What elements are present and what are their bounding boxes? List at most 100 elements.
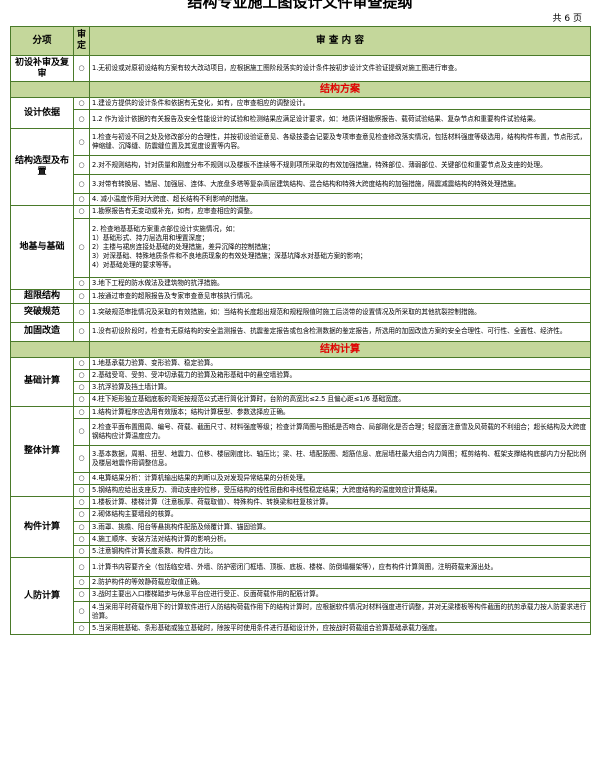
content-cell: 3.雨罩、挑檐、阳台等悬挑构件配筋及倾覆计算、锚固验算。 — [89, 520, 591, 534]
table-row: 突破规范○1.突破规范审批情况及采取的有效措施，如：当结构长度超出规范和规程限值… — [10, 302, 591, 323]
table-row: ○2.检查平面布置图周、编号、荷载、截面尺寸、材料强度等级；检查计算简图与图纸是… — [11, 417, 591, 446]
content-cell: 5.当采用桩基础、条形基础或独立基础时，除按平时使用条件进行基础设计外，应按战时… — [89, 622, 591, 636]
table-row: ○4.施工顺序、安装方法对结构计算的影响分析。 — [11, 532, 591, 547]
table-row: 构件计算○1.楼板计算、楼梯计算（注意板厚、荷载取值）、特殊构件、转换梁和柱复核… — [10, 496, 591, 559]
section-row: 结构计算 — [10, 340, 591, 358]
check-mark: ○ — [73, 545, 90, 559]
table-row: ○5.钢结构应给出支座反力、滑动支座的位移，受压结构的线性屈曲和非线性稳定结果；… — [11, 484, 591, 498]
check-mark: ○ — [73, 381, 90, 395]
check-mark: ○ — [73, 417, 90, 446]
check-mark: ○ — [73, 444, 90, 473]
section-blank-cell — [10, 81, 90, 98]
content-cell: 4.施工顺序、安装方法对结构计算的影响分析。 — [89, 532, 591, 547]
category-cell: 人防计算 — [10, 557, 74, 636]
check-mark: ○ — [73, 356, 90, 371]
check-mark: ○ — [73, 174, 90, 195]
table-row: ○2. 检查地基基础方案重点部位设计实施情况，如：1）基础形式、持力层选用和埋置… — [11, 217, 591, 278]
table-row: ○1.2 作为设计依据的有关报告及安全性能设计的试验和检测结果应满足设计要求，如… — [11, 109, 591, 130]
content-cell: 2. 检查地基基础方案重点部位设计实施情况，如：1）基础形式、持力层选用和埋置深… — [89, 217, 591, 278]
content-cell: 1.楼板计算、楼梯计算（注意板厚、荷载取值）、特殊构件、转换梁和柱复核计算。 — [89, 496, 591, 510]
category-cell: 基础计算 — [10, 356, 74, 407]
check-mark: ○ — [73, 128, 90, 157]
table-row: 设计依据○1.建设方提供的设计条件和依据有无变化，如有，应审查相应的调整设计。 — [10, 96, 591, 130]
review-table: 分项 审定 审 查 内 容 初设补审及复审 ○ 1.无初设或对原初设结构方案有较大改… — [10, 26, 591, 636]
header-category: 分项 — [10, 26, 74, 56]
table-row: ○3.抗浮验算及挡土墙计算。 — [11, 381, 591, 395]
category-cell: 地基与基础 — [10, 205, 74, 290]
content-line: 1）基础形式、持力层选用和埋置深度； — [92, 233, 209, 242]
check-mark: ○ — [73, 393, 90, 407]
content-cell: 3.基本数据，周期、扭型、地震力、位移、楼层刚度比、轴压比；梁、柱、墙配筋图、超… — [89, 444, 591, 473]
table-row: 初设补审及复审○1.无初设或对原初设结构方案有较大改动项目，应根据施工图阶段落实… — [10, 55, 591, 82]
content-cell: 1.检查与初设不同之处及修改部分的合理性，并按初设验证意见、各级技委会记要及专项… — [89, 128, 591, 157]
table-row: ○2.砌体结构主要墙段的核算。 — [11, 508, 591, 522]
content-cell: 1.没有初设阶段时，检查有无原结构的安全监测报告、抗震鉴定报告或包含检测数据的鉴… — [89, 321, 591, 342]
check-mark: ○ — [73, 576, 90, 590]
check-mark: ○ — [73, 557, 90, 578]
category-cell: 加固改造 — [10, 321, 74, 342]
table-row: ○5.当采用桩基础、条形基础或独立基础时，除按平时使用条件进行基础设计外，应按战… — [11, 622, 591, 636]
table-row: 整体计算○1.结构计算程序应选用有效版本；结构计算模型、参数选择应正确。 — [10, 405, 591, 498]
check-mark: ○ — [73, 471, 90, 486]
content-cell: 3.战时主要出入口楼梯踏步与休息平台应进行受正、反面荷载作用的配筋计算。 — [89, 588, 591, 602]
category-cell: 整体计算 — [10, 405, 74, 498]
check-mark: ○ — [73, 532, 90, 547]
check-mark: ○ — [73, 302, 90, 323]
section-row: 结构方案 — [10, 81, 591, 98]
content-cell: 4.电算结果分析：计算机输出结果的判断以及对发现异常结果的分析处理。 — [89, 471, 591, 486]
table-row: 基础计算○1.地基承载力验算、变形验算、稳定验算。 — [10, 356, 591, 407]
check-mark: ○ — [73, 155, 90, 176]
table-row: ○4.柱下矩形独立基础底板的弯矩按规范公式进行简化计算时，台阶的高宽比≤2.5 … — [11, 393, 591, 407]
check-mark: ○ — [73, 600, 90, 624]
check-mark: ○ — [73, 288, 90, 304]
category-cell: 突破规范 — [10, 302, 74, 323]
page-count: 共 6 页 — [552, 14, 582, 24]
content-cell: 5.注意钢构件计算长度系数、构件应力比。 — [89, 545, 591, 559]
content-cell: 5.钢结构应给出支座反力、滑动支座的位移，受压结构的线性屈曲和非线性稳定结果；大… — [89, 484, 591, 498]
category-cell: 初设补审及复审 — [10, 55, 74, 82]
content-cell: 1.计算书内容要齐全（包括临空墙、外墙、防护密闭门框墙、顶板、底板、楼梯、防倒塌… — [89, 557, 591, 578]
content-cell: 1.结构计算程序应选用有效版本；结构计算模型、参数选择应正确。 — [89, 405, 591, 419]
content-cell: 3.地下工程的防水做法及建筑物的抗浮措施。 — [89, 276, 591, 290]
table-row: ○4.电算结果分析：计算机输出结果的判断以及对发现异常结果的分析处理。 — [11, 471, 591, 486]
content-cell: 1.按通过审查的超限报告及专家审查意见审核执行情况。 — [89, 288, 591, 304]
table-row: ○4.当采用平时荷载作用下的计算软件进行人防结构荷载作用下的结构计算时，应根据软… — [11, 600, 591, 624]
check-mark: ○ — [73, 205, 90, 219]
content-cell: 2.检查平面布置图周、编号、荷载、截面尺寸、材料强度等级；检查计算简图与图纸是否… — [89, 417, 591, 446]
table-row: ○3.对带有转换层、错层、加强层、连体、大底盘多塔等复杂高层建筑结构、混合结构和… — [11, 174, 591, 195]
category-cell: 结构选型及布置 — [10, 128, 74, 207]
check-mark: ○ — [73, 96, 90, 111]
table-row: ○2.基础受弯、受剪、受冲切承载力的验算及箱形基础中的悬空墙验算。 — [11, 369, 591, 383]
content-cell: 2.防护构件的等效静荷载应取值正确。 — [89, 576, 591, 590]
check-mark: ○ — [73, 217, 90, 278]
table-row: 加固改造○1.没有初设阶段时，检查有无原结构的安全监测报告、抗震鉴定报告或包含检… — [10, 321, 591, 342]
content-cell: 1.无初设或对原初设结构方案有较大改动项目，应根据施工图阶段落实的设计条件按初步… — [89, 55, 591, 82]
table-row: ○3.基本数据，周期、扭型、地震力、位移、楼层刚度比、轴压比；梁、柱、墙配筋图、… — [11, 444, 591, 473]
check-mark: ○ — [73, 588, 90, 602]
check-mark: ○ — [73, 496, 90, 510]
content-cell: 1.地基承载力验算、变形验算、稳定验算。 — [89, 356, 591, 371]
table-row: 超限结构○1.按通过审查的超限报告及专家审查意见审核执行情况。 — [10, 288, 591, 304]
check-mark: ○ — [73, 508, 90, 522]
category-cell: 构件计算 — [10, 496, 74, 559]
table-row: ○4. 减小温度作用对大跨度、超长结构不利影响的措施。 — [11, 193, 591, 207]
content-cell: 4.柱下矩形独立基础底板的弯矩按规范公式进行简化计算时，台阶的高宽比≤2.5 且… — [89, 393, 591, 407]
content-line: 2）主楼与裙房连接处基础的处理措施，差异沉降的控制措施； — [92, 243, 275, 251]
content-cell: 4.当采用平时荷载作用下的计算软件进行人防结构荷载作用下的结构计算时，应根据软件… — [89, 600, 591, 624]
table-body: 初设补审及复审 ○ 1.无初设或对原初设结构方案有较大改动项目，应根据施工图阶段落实… — [10, 55, 591, 636]
content-cell: 1.2 作为设计依据的有关报告及安全性能设计的试验和检测结果应满足设计要求，如：… — [89, 109, 591, 130]
content-line: 3）对深基础、特殊地质条件和不良地质现象的有效处理措施；深基坑降水对基础方案的影… — [92, 252, 367, 261]
table-header-row: 分项 审定 审 查 内 容 — [10, 26, 591, 56]
document-title: 结构专业施工图设计文件审查提纲 — [187, 0, 413, 11]
check-mark: ○ — [73, 109, 90, 130]
content-cell: 4. 减小温度作用对大跨度、超长结构不利影响的措施。 — [89, 193, 591, 207]
content-cell: 2.对不规则结构，针对质量和刚度分布不规则以及楼板不连续等不规则项所采取的有效加… — [89, 155, 591, 176]
check-mark: ○ — [73, 520, 90, 534]
table-row: ○3.地下工程的防水做法及建筑物的抗浮措施。 — [11, 276, 591, 290]
content-cell: 1.建设方提供的设计条件和依据有无变化，如有，应审查相应的调整设计。 — [89, 96, 591, 111]
table-row: ○3.战时主要出入口楼梯踏步与休息平台应进行受正、反面荷载作用的配筋计算。 — [11, 588, 591, 602]
check-mark: ○ — [73, 276, 90, 290]
check-mark: ○ — [73, 321, 90, 342]
content-cell: 1.勘察报告有无变动或补充，如有，应审查相应的调整。 — [89, 205, 591, 219]
